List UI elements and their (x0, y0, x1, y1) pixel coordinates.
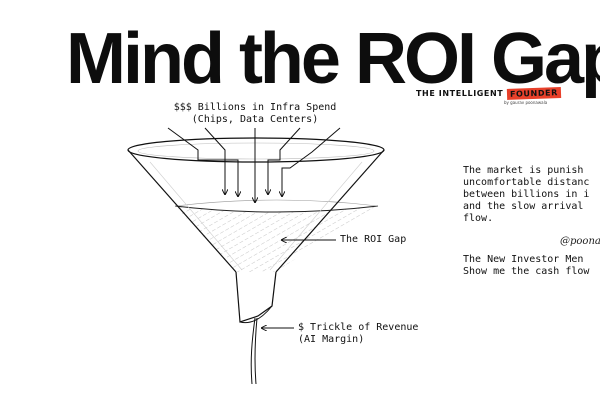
funnel-rim-inner (137, 142, 375, 160)
infra-arrow-1 (167, 127, 238, 196)
roi-gap-label: The ROI Gap (340, 234, 407, 245)
funnel-wall-shade (149, 161, 243, 271)
funnel-spout (235, 271, 277, 323)
infra-arrow-2 (204, 127, 225, 194)
author-signature: @poonaw (560, 236, 600, 247)
investor-quote: The New Investor Men Show me the cash fl… (463, 254, 589, 278)
infra-spend-label-line1: $$$ Billions in Infra Spend (173, 102, 337, 113)
revenue-trickle-label-line1: $ Trickle of Revenue (298, 322, 419, 333)
infra-spend-label: $$$ Billions in Infra Spend (Chips, Data… (0, 102, 510, 126)
brand-byline: by gaurav poonawala (504, 100, 548, 105)
infra-arrow-5 (282, 127, 341, 196)
paragraph-line: and the slow arrival (463, 201, 584, 212)
paragraph-line: between billions in i (463, 189, 590, 200)
quote-line: Show me the cash flow (463, 266, 590, 277)
quote-line: The New Investor Men (463, 254, 584, 265)
revenue-trickle (250, 317, 256, 385)
funnel-right-wall (275, 149, 385, 273)
revenue-trickle-2 (254, 317, 258, 385)
revenue-trickle-label: $ Trickle of Revenue (AI Margin) (298, 322, 418, 346)
funnel-rim (127, 137, 385, 163)
brand-prefix: THE INTELLIGENT (416, 89, 507, 98)
funnel-wall-shade-right (269, 161, 363, 271)
spout-opening (239, 305, 273, 324)
brand-logo: THE INTELLIGENT FOUNDER (416, 87, 561, 100)
market-paragraph: The market is punish uncomfortable dista… (463, 165, 589, 225)
infra-spend-label-line2: (Chips, Data Centers) (191, 114, 319, 125)
paragraph-line: The market is punish (463, 165, 584, 176)
liquid-surface-back (174, 199, 379, 207)
page-title: Mind the ROI Gap (66, 19, 600, 99)
funnel-left-wall (127, 149, 237, 273)
infra-arrow-4 (268, 127, 301, 194)
paragraph-line: flow. (463, 213, 494, 224)
roi-gap-fill (175, 206, 378, 275)
liquid-surface (174, 205, 379, 213)
revenue-trickle-label-line2: (AI Margin) (298, 334, 365, 345)
paragraph-line: uncomfortable distanc (463, 177, 590, 188)
